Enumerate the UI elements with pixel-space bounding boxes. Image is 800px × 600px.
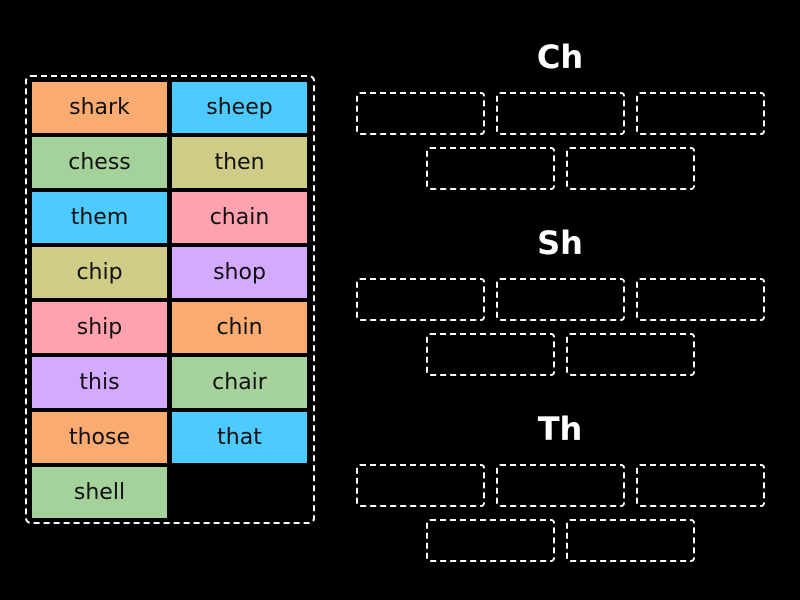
- drop-slot[interactable]: [566, 333, 695, 376]
- drop-slot[interactable]: [426, 519, 555, 562]
- word-card-those[interactable]: those: [32, 412, 167, 463]
- drop-slot[interactable]: [636, 92, 765, 135]
- drop-slot[interactable]: [496, 278, 625, 321]
- drop-slot[interactable]: [566, 519, 695, 562]
- word-bank: [25, 75, 315, 524]
- word-card-sheep[interactable]: sheep: [172, 82, 307, 133]
- drop-slot[interactable]: [496, 464, 625, 507]
- word-card-ship[interactable]: ship: [32, 302, 167, 353]
- word-card-shark[interactable]: shark: [32, 82, 167, 133]
- word-card-chair[interactable]: chair: [172, 357, 307, 408]
- group-title-ch: Ch: [536, 38, 584, 76]
- drop-slot[interactable]: [636, 464, 765, 507]
- word-card-that[interactable]: that: [172, 412, 307, 463]
- word-card-chip[interactable]: chip: [32, 247, 167, 298]
- group-title-th: Th: [537, 410, 583, 448]
- drop-slot[interactable]: [426, 147, 555, 190]
- drop-slot[interactable]: [636, 278, 765, 321]
- word-card-chin[interactable]: chin: [172, 302, 307, 353]
- word-card-chain[interactable]: chain: [172, 192, 307, 243]
- drop-slot[interactable]: [356, 278, 485, 321]
- drop-slot[interactable]: [496, 92, 625, 135]
- word-card-this[interactable]: this: [32, 357, 167, 408]
- word-card-them[interactable]: them: [32, 192, 167, 243]
- drop-slot[interactable]: [356, 464, 485, 507]
- word-card-shop[interactable]: shop: [172, 247, 307, 298]
- word-card-chess[interactable]: chess: [32, 137, 167, 188]
- drop-slot[interactable]: [426, 333, 555, 376]
- word-card-then[interactable]: then: [172, 137, 307, 188]
- drop-slot[interactable]: [566, 147, 695, 190]
- group-title-sh: Sh: [537, 224, 583, 262]
- word-card-shell[interactable]: shell: [32, 467, 167, 518]
- drop-slot[interactable]: [356, 92, 485, 135]
